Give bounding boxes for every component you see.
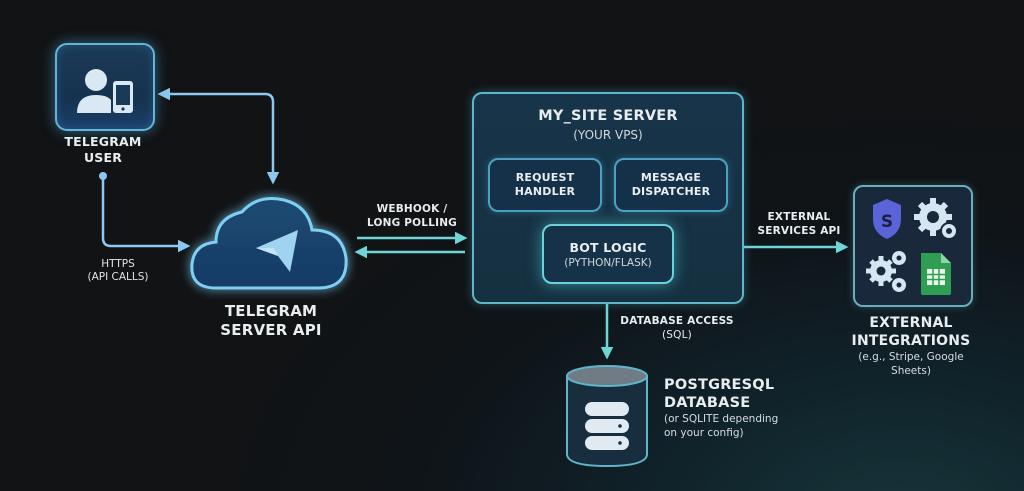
database-node [563,362,651,470]
bot-logic-title: BOT LOGIC [569,239,647,255]
telegram-user-label-line2: USER [83,150,123,165]
bot-logic-subtitle: (PYTHON/FLASK) [564,256,652,269]
telegram-server-label: TELEGRAM SERVER API [196,302,346,340]
message-dispatcher-line1: MESSAGE [640,171,702,184]
integrations-desc-line2: Sheets) [891,365,931,377]
external-integrations-node: S [853,185,973,307]
request-handler-line2: HANDLER [514,185,576,198]
stripe-shield-icon: S [873,199,901,239]
telegram-user-label: TELEGRAM USER [40,134,166,166]
integrations-label-line1: EXTERNAL [869,315,953,331]
https-start-dot [99,172,107,180]
https-label-line2: (API CALLS) [87,271,149,283]
db-access-label-line2: (SQL) [662,329,692,341]
message-dispatcher-line2: DISPATCHER [631,185,711,198]
database-desc-line2: on your config) [664,427,744,439]
database-desc-line1: (or SQLITE depending [664,413,779,425]
svg-text:S: S [881,212,893,232]
telegram-server-label-line2: SERVER API [220,321,322,339]
server-title: MY_SITE SERVER [538,108,678,124]
telegram-server-node [186,188,356,298]
request-handler-box: REQUEST HANDLER [488,158,602,212]
telegram-server-label-line1: TELEGRAM [224,302,318,320]
external-api-label: EXTERNAL SERVICES API [748,210,850,238]
db-access-label: DATABASE ACCESS (SQL) [612,314,742,342]
https-label-line1: HTTPS [101,258,135,270]
integrations-label-line2: INTEGRATIONS [851,333,971,349]
gears-icon [866,251,906,292]
database-label-line2: DATABASE [664,395,751,411]
webhook-label-line2: LONG POLLING [366,217,458,229]
request-handler-line1: REQUEST [515,171,575,184]
webhook-label-line1: WEBHOOK / [376,203,448,215]
bot-logic-box: BOT LOGIC (PYTHON/FLASK) [542,224,674,284]
server-subtitle: (YOUR VPS) [573,128,643,142]
external-integrations-label: EXTERNAL INTEGRATIONS (e.g., Stripe, Goo… [836,314,986,378]
gear-icon [914,198,958,240]
https-label: HTTPS (API CALLS) [68,258,168,284]
external-api-label-line1: EXTERNAL [767,211,831,223]
external-api-label-line2: SERVICES API [757,225,841,237]
integrations-icons: S [866,198,958,295]
telegram-user-node [55,43,155,131]
webhook-label: WEBHOOK / LONG POLLING [356,202,468,230]
my-site-server-node: MY_SITE SERVER (YOUR VPS) REQUEST HANDLE… [472,92,744,304]
integrations-desc-line1: (e.g., Stripe, Google [858,351,964,363]
database-label: POSTGRESQL DATABASE (or SQLITE depending… [664,376,804,440]
message-dispatcher-box: MESSAGE DISPATCHER [614,158,728,212]
db-access-label-line1: DATABASE ACCESS [620,315,734,327]
https-arrow [101,176,191,253]
database-icon [566,365,648,468]
telegram-user-label-line1: TELEGRAM [64,134,142,149]
database-label-line1: POSTGRESQL [664,377,775,393]
google-sheets-icon [921,253,951,295]
user-server-arrow [157,87,280,185]
telegram-cloud-icon [190,197,348,290]
user-with-phone-icon [77,69,133,113]
